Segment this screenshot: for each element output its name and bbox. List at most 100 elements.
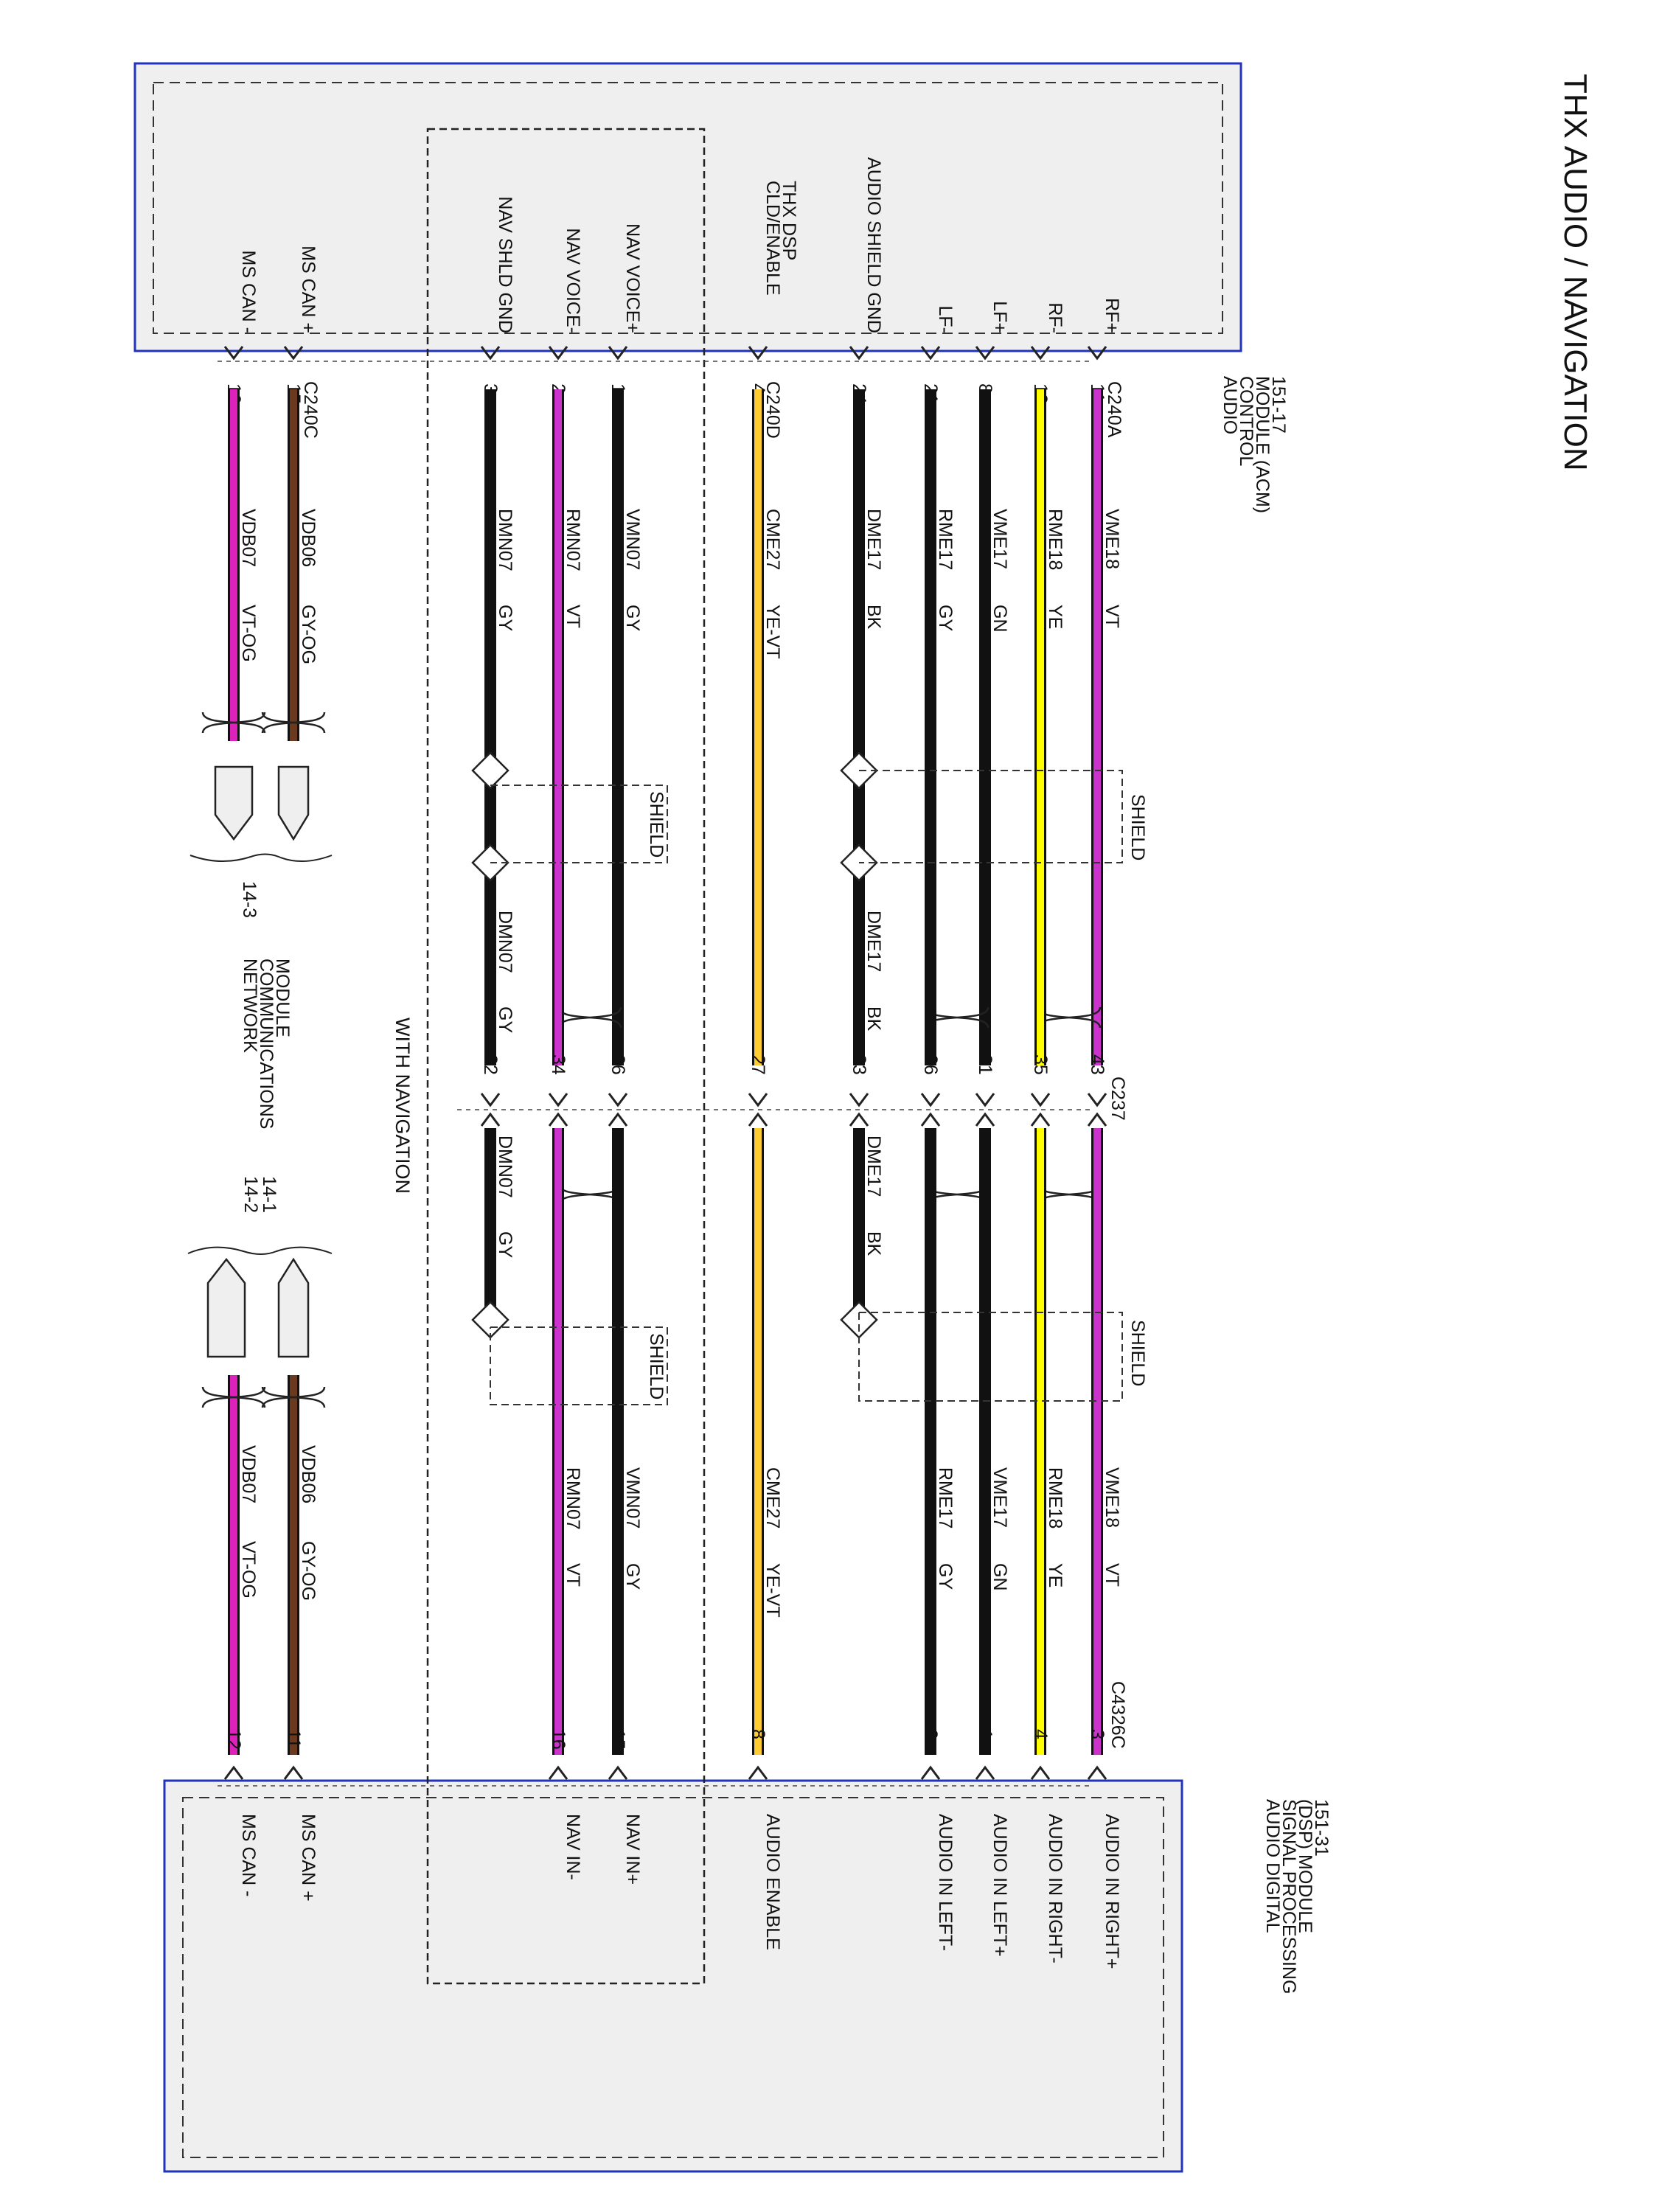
wire-color-nvm-upper: VT bbox=[563, 605, 583, 628]
network-connector-can-plus-top bbox=[277, 765, 310, 841]
acm-module-label: AUDIO CONTROL MODULE (ACM) 151-17 bbox=[1220, 376, 1289, 513]
twisted-pair-canm-upper bbox=[201, 712, 266, 734]
circuit-rfp-lower: VME18 bbox=[1102, 1467, 1122, 1528]
wire-color-nsg-lower: GY bbox=[495, 1231, 515, 1258]
circuit-nsg-mid: DMN07 bbox=[495, 911, 515, 973]
pin-arrow-c237-a-rfm bbox=[1030, 1093, 1051, 1107]
network-connector-top: 14-3 bbox=[189, 765, 333, 918]
dsp-pin-canp: MS CAN + bbox=[298, 1814, 319, 1902]
circuit-canp-lower: VDB06 bbox=[298, 1445, 319, 1503]
pin-arrow-acm-canm bbox=[223, 346, 244, 361]
c237-pin-a-rfp: 43 bbox=[1087, 1054, 1107, 1075]
twisted-pair-nvp-upper bbox=[557, 1006, 622, 1029]
dsp-label-line-3: (DSP) MODULE bbox=[1295, 1799, 1315, 1933]
acm-label-line-1: AUDIO bbox=[1220, 376, 1240, 434]
circuit-lfm-upper: RME17 bbox=[935, 509, 956, 570]
shield-drain-nsg-c bbox=[471, 1301, 509, 1339]
with-navigation-label: WITH NAVIGATION bbox=[392, 1018, 414, 1194]
wire-color-canm-lower: VT-OG bbox=[238, 1541, 259, 1599]
dsp-pin-number-thx: 8 bbox=[748, 1729, 768, 1739]
c237-pin-a-asg: 33 bbox=[849, 1054, 869, 1075]
shield-drain-nsg-a bbox=[471, 751, 509, 790]
dsp-pin-number-nvm: 16 bbox=[548, 1729, 568, 1750]
pin-arrow-acm-lfp bbox=[975, 346, 995, 361]
network-ref-top: 14-3 bbox=[239, 881, 260, 918]
network-label-line-1: MODULE bbox=[272, 959, 293, 1037]
circuit-thx-lower: CME27 bbox=[762, 1467, 783, 1528]
dsp-module bbox=[163, 1779, 1183, 2173]
network-label-line-2: COMMUNICATIONS bbox=[256, 959, 276, 1129]
nav-shield-upper: SHIELD bbox=[490, 785, 668, 863]
dsp-pin-number-lfm: 2 bbox=[920, 1729, 941, 1739]
wire-color-canp-upper: GY-OG bbox=[298, 605, 319, 664]
c237-label: C237 bbox=[1107, 1077, 1128, 1121]
acm-pin-lfm: LF- bbox=[935, 306, 956, 334]
acm-label-line-3: MODULE (ACM) bbox=[1252, 376, 1273, 513]
audio-shield-lower: SHIELD bbox=[858, 1312, 1148, 1402]
pin-arrow-acm-nvm bbox=[548, 346, 568, 361]
pin-arrow-c237-a-lfm bbox=[920, 1093, 941, 1107]
wire-color-nvp-lower: GY bbox=[622, 1563, 643, 1590]
dsp-module-label: AUDIO DIGITAL SIGNAL PROCESSING (DSP) MO… bbox=[1262, 1799, 1332, 1994]
pin-arrow-c237-a-lfp bbox=[975, 1093, 995, 1107]
pin-arrow-c237-a-nsg bbox=[480, 1093, 501, 1107]
circuit-thx-upper: CME27 bbox=[762, 509, 783, 570]
wire-color-lfp-upper: GN bbox=[990, 605, 1010, 633]
circuit-asg-upper: DME17 bbox=[863, 509, 884, 570]
acm-pin-canm: MS CAN - bbox=[238, 251, 259, 334]
network-ref-bottom-1: 14-1 bbox=[259, 1176, 279, 1213]
pin-arrow-acm-nsg bbox=[480, 346, 501, 361]
wire-color-nvm-lower: VT bbox=[563, 1563, 583, 1587]
pin-arrow-acm-canp bbox=[283, 346, 304, 361]
wire-color-nvp-upper: GY bbox=[622, 605, 643, 631]
c240a-label: C240A bbox=[1104, 381, 1124, 438]
dsp-pin-thx: AUDIO ENABLE bbox=[762, 1814, 783, 1950]
shield-label: SHIELD bbox=[1127, 1320, 1148, 1386]
wire-color-lfm-upper: GY bbox=[935, 605, 956, 631]
twisted-pair-rfp-lower bbox=[1037, 1183, 1102, 1206]
twisted-pair-rfp-upper bbox=[1037, 1006, 1102, 1029]
pin-arrow-c237-b-lfp bbox=[975, 1112, 995, 1127]
pin-arrow-acm-rfm bbox=[1030, 346, 1051, 361]
pin-arrow-dsp-rfp bbox=[1087, 1765, 1107, 1780]
circuit-nvp-upper: VMN07 bbox=[622, 509, 643, 570]
circuit-nsg-upper: DMN07 bbox=[495, 509, 515, 571]
wires-layer: RF+11VME18VT43VME18VT3AUDIO IN RIGHT+RF-… bbox=[201, 157, 1122, 1969]
pin-arrow-c237-a-thx bbox=[748, 1093, 768, 1107]
network-label-line-3: NETWORK bbox=[240, 959, 260, 1053]
c240c-label: C240C bbox=[300, 381, 321, 439]
wire-color-thx-lower: YE-VT bbox=[762, 1563, 783, 1618]
dsp-pin-nvp: NAV IN+ bbox=[622, 1814, 643, 1885]
network-label: MODULE COMMUNICATIONS NETWORK bbox=[240, 959, 293, 1129]
acm-pin-thx: THX DSP bbox=[779, 181, 799, 260]
pin-arrow-dsp-nvm bbox=[548, 1765, 568, 1780]
acm-pin-rfm: RF- bbox=[1045, 302, 1065, 333]
network-connector-can-minus-bottom bbox=[206, 1257, 246, 1358]
circuit-asg-mid: DME17 bbox=[863, 911, 884, 972]
twisted-pair-canm-lower bbox=[201, 1386, 266, 1408]
pin-arrow-c237-b-nvm bbox=[548, 1112, 568, 1127]
acm-pin-thx-line2: CLD/ENABLE bbox=[762, 181, 783, 296]
dsp-label-line-1: AUDIO DIGITAL bbox=[1262, 1799, 1283, 1933]
c237-pin-a-lfm: 26 bbox=[920, 1054, 941, 1075]
network-connector-can-plus-bottom bbox=[277, 1257, 310, 1358]
pin-arrow-c237-a-rfp bbox=[1087, 1093, 1107, 1107]
circuit-canp-upper: VDB06 bbox=[298, 509, 319, 567]
wire-color-rfp-upper: VT bbox=[1102, 605, 1122, 628]
pin-arrow-acm-nvp bbox=[608, 346, 628, 361]
circuit-rfp-upper: VME18 bbox=[1102, 509, 1122, 569]
pin-arrow-acm-lfm bbox=[920, 346, 941, 361]
c237-pin-a-lfp: 31 bbox=[975, 1054, 995, 1075]
dsp-pin-number-rfp: 3 bbox=[1087, 1729, 1107, 1739]
dsp-page-ref: 151-31 bbox=[1311, 1799, 1332, 1857]
pin-arrow-c237-b-lfm bbox=[920, 1112, 941, 1127]
dsp-pin-lfm: AUDIO IN LEFT- bbox=[935, 1814, 956, 1951]
pin-arrow-dsp-canp bbox=[283, 1765, 304, 1780]
c237-pin-a-nvp: 36 bbox=[608, 1054, 628, 1075]
network-ref-bottom-2: 14-2 bbox=[240, 1176, 261, 1213]
with-navigation-region bbox=[426, 128, 706, 1985]
circuit-nvm-upper: RMN07 bbox=[563, 509, 583, 571]
circuit-nvm-lower: RMN07 bbox=[563, 1467, 583, 1530]
dsp-pin-number-canp: 11 bbox=[283, 1729, 304, 1748]
